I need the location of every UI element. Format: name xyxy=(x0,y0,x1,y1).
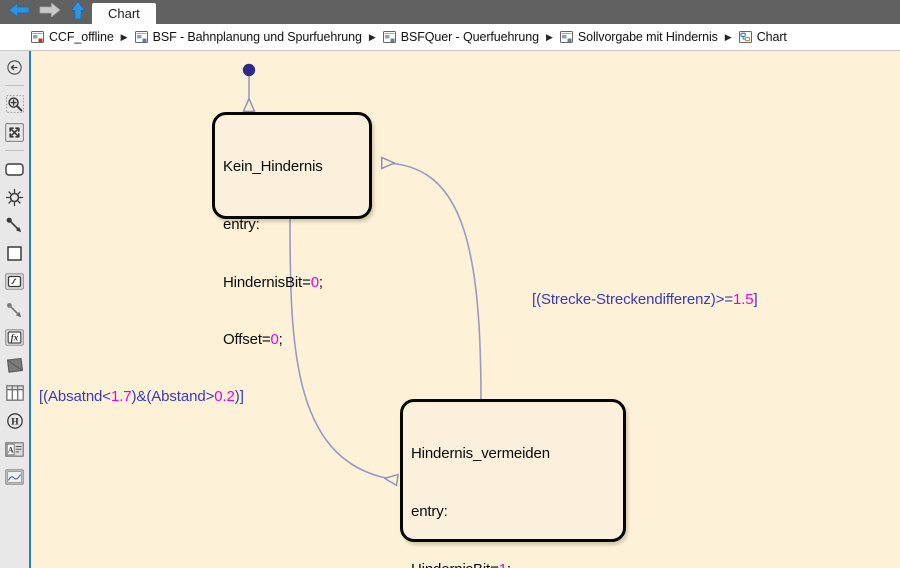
arrow-up-icon[interactable] xyxy=(70,0,86,25)
transitions-layer xyxy=(31,63,482,568)
tool-table[interactable] xyxy=(0,380,29,406)
state-label: Hindernis_vermeiden entry: HindernisBit=… xyxy=(411,406,587,568)
breadcrumb-label: CCF_offline xyxy=(49,30,114,44)
breadcrumb-label: BSFQuer - Querfuehrung xyxy=(400,30,539,44)
subsystem-icon xyxy=(134,30,149,44)
transition-vermeiden-to-kein[interactable] xyxy=(382,163,482,402)
stateflow-chart-icon xyxy=(738,30,753,44)
state-line: Offset=0; xyxy=(223,331,283,349)
breadcrumb-label: Sollvorgabe mit Hindernis xyxy=(577,30,718,44)
tab-strip: Chart xyxy=(92,0,156,24)
breadcrumb-label: BSF - Bahnplanung und Spurfuehrung xyxy=(152,30,362,44)
breadcrumb-left-gutter xyxy=(0,24,31,50)
breadcrumb-separator: ▶ xyxy=(545,31,553,42)
tool-graphical-function[interactable] xyxy=(0,296,29,322)
title-bar: Chart xyxy=(0,0,900,24)
breadcrumb-bar: CCF_offline ▶ BSF - Bahnplanung und Spur… xyxy=(0,24,900,51)
breadcrumb-item-bsfquer[interactable]: BSFQuer - Querfuehrung xyxy=(382,30,539,44)
svg-text:A: A xyxy=(8,445,14,454)
tool-image[interactable] xyxy=(0,464,29,490)
svg-text:fx: fx xyxy=(11,332,19,342)
state-label: Kein_Hindernis entry: HindernisBit=0; Of… xyxy=(223,119,323,388)
state-line: entry: xyxy=(411,502,448,520)
tool-palette: fx H xyxy=(0,51,31,568)
default-transition[interactable] xyxy=(243,63,255,111)
tool-state[interactable] xyxy=(0,156,29,182)
transition-label-vermeiden-to-kein[interactable]: [(Strecke-Streckendifferenz)>=1.5] xyxy=(532,291,758,308)
navigation-buttons xyxy=(0,0,92,24)
svg-text:H: H xyxy=(11,417,19,427)
breadcrumb-separator: ▶ xyxy=(120,31,128,42)
breadcrumb-item-ccf-offline[interactable]: CCF_offline xyxy=(31,30,114,44)
arrow-left-icon[interactable] xyxy=(8,2,30,23)
tool-navigate-up[interactable] xyxy=(0,54,29,80)
state-line: Hindernis_vermeiden xyxy=(411,445,550,463)
chart-canvas[interactable]: Kein_Hindernis entry: HindernisBit=0; Of… xyxy=(31,51,900,568)
breadcrumb-separator: ▶ xyxy=(368,31,376,42)
state-kein-hindernis[interactable]: Kein_Hindernis entry: HindernisBit=0; Of… xyxy=(212,112,372,348)
tool-junction[interactable] xyxy=(0,184,29,210)
breadcrumb-label: Chart xyxy=(756,30,787,44)
breadcrumb-item-chart[interactable]: Chart xyxy=(738,30,787,44)
state-hindernis-vermeiden[interactable]: Hindernis_vermeiden entry: HindernisBit=… xyxy=(400,399,626,568)
tool-simulink-function[interactable] xyxy=(0,268,29,294)
tool-truth-table[interactable] xyxy=(0,352,29,378)
transition-kein-to-vermeiden[interactable] xyxy=(289,218,397,480)
tab-chart[interactable]: Chart xyxy=(92,3,156,24)
transition-label-kein-to-vermeiden[interactable]: [(Absatnd<1.7)&(Abstand>0.2)] xyxy=(39,388,244,405)
breadcrumb-item-bsf[interactable]: BSF - Bahnplanung und Spurfuehrung xyxy=(134,30,362,44)
state-line: Kein_Hindernis xyxy=(223,158,323,176)
tool-matlab-function[interactable]: fx xyxy=(0,324,29,350)
palette-divider xyxy=(5,150,24,151)
state-line: entry: xyxy=(223,215,260,233)
tool-zoom-in[interactable] xyxy=(0,91,29,117)
tool-default-transition[interactable] xyxy=(0,212,29,238)
model-file-icon xyxy=(31,30,45,44)
subsystem-icon xyxy=(382,30,397,44)
tool-fit-to-view[interactable] xyxy=(0,119,29,145)
state-line: HindernisBit=0; xyxy=(223,273,323,291)
breadcrumb-item-sollvorgabe[interactable]: Sollvorgabe mit Hindernis xyxy=(559,30,718,44)
tool-history-junction[interactable]: H xyxy=(0,408,29,434)
breadcrumb-separator: ▶ xyxy=(724,31,732,42)
subsystem-icon xyxy=(559,30,574,44)
breadcrumb: CCF_offline ▶ BSF - Bahnplanung und Spur… xyxy=(31,30,787,44)
tool-annotation[interactable]: A xyxy=(0,436,29,462)
arrow-right-icon[interactable] xyxy=(39,2,61,23)
tool-box[interactable] xyxy=(0,240,29,266)
state-line: HindernisBit=1; xyxy=(411,560,587,568)
palette-divider xyxy=(5,85,24,86)
